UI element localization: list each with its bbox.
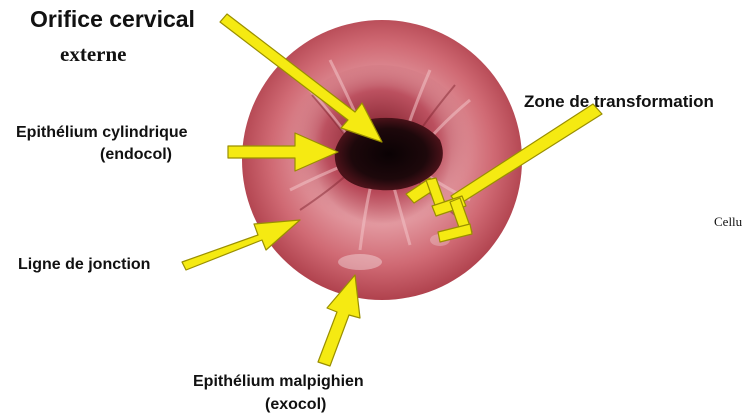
label-epithelium-cylindrique: Epithélium cylindrique bbox=[16, 124, 188, 142]
label-exocol: (exocol) bbox=[265, 396, 326, 414]
label-zone-transformation: Zone de transformation bbox=[524, 92, 714, 112]
label-epithelium-malpighien: Epithélium malpighien bbox=[193, 373, 364, 391]
label-ligne-jonction: Ligne de jonction bbox=[18, 256, 150, 274]
label-orifice-externe: externe bbox=[60, 42, 126, 67]
label-endocol: (endocol) bbox=[100, 146, 172, 164]
label-cropped-text: Cellu bbox=[714, 214, 742, 230]
label-orifice-cervical: Orifice cervical bbox=[30, 6, 195, 33]
